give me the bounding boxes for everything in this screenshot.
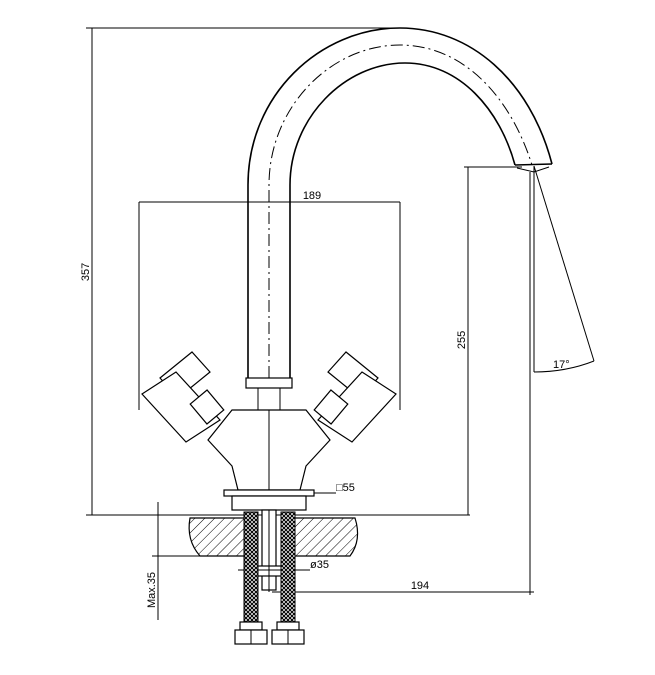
dimension-spout-height: 255 (456, 166, 522, 515)
countertop-section (188, 517, 359, 557)
label-total-height: 357 (80, 263, 92, 281)
label-reach: 194 (411, 580, 429, 592)
dimension-total-height: 357 (80, 27, 470, 516)
dimension-spout-angle: 17° (533, 165, 595, 373)
faucet-body (207, 409, 331, 491)
supply-hoses (234, 511, 305, 645)
spout (247, 27, 553, 380)
left-handle (141, 351, 225, 443)
label-base-square: □55 (336, 482, 355, 494)
label-hole-diameter: ø35 (310, 559, 329, 571)
label-max-thickness: Max.35 (146, 572, 158, 608)
label-spout-height: 255 (456, 331, 468, 349)
dimension-reach: 194 (272, 172, 534, 595)
right-handle (313, 351, 397, 443)
label-spout-angle: 17° (553, 359, 570, 371)
dimension-max-thickness: Max.35 (146, 502, 248, 620)
spout-collar (245, 377, 293, 410)
label-spread-width: 189 (303, 190, 321, 202)
mounting-rod (254, 509, 284, 592)
